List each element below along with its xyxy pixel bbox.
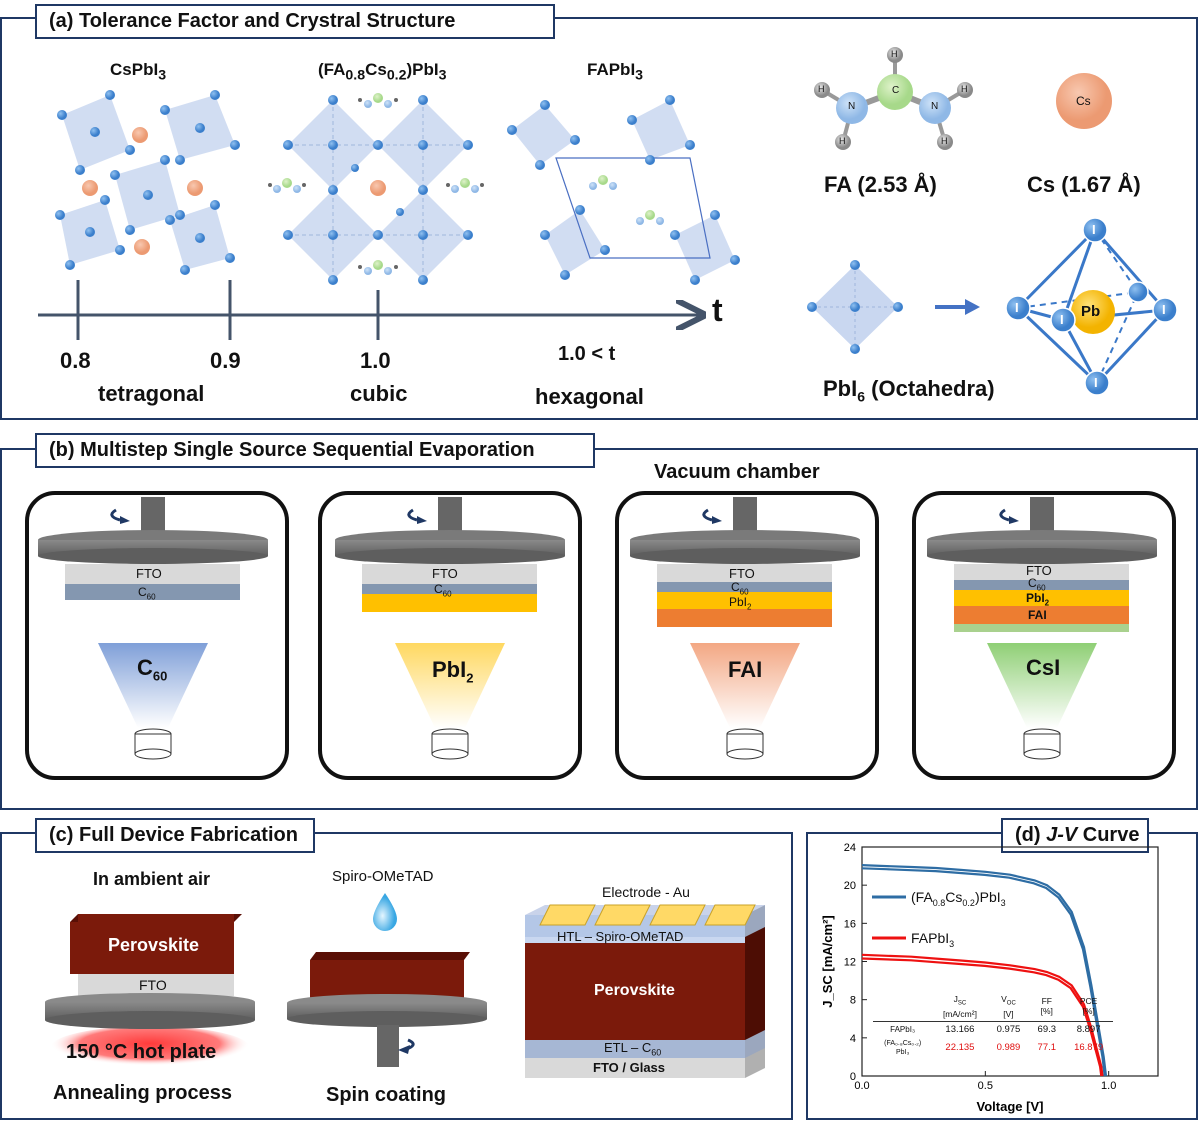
spiro-label: Spiro-OMeTAD [332,868,434,885]
octahedra-label: PbI6 (Octahedra) [823,376,995,405]
phase-tetragonal: tetragonal [98,381,205,406]
spin-coating-label: Spin coating [326,1084,446,1106]
perovskite-layer-label: Perovskite [108,935,200,955]
source-fai: FAI [728,657,763,682]
panel-c-title: (c) Full Device Fabrication [35,818,315,853]
layer-fto: FTO [729,566,755,581]
table-header-jsc: JSC[mA/cm²] [932,992,988,1022]
atom-i-label: I [1094,375,1098,390]
fto-glass-label: FTO / Glass [593,1060,666,1075]
row-label: FAPbI₃ [890,1024,916,1034]
panel-b [0,448,1198,810]
tick-gt-1: 1.0 < t [558,343,616,365]
table-cell: 22.135 [945,1042,975,1054]
jv-table: JSC[mA/cm²] VOC[V] FF[%] PCE[%] FAPbI₃ 1… [873,992,1113,1059]
table-row: FAPbI₃ 13.166 0.975 69.3 8.897 [873,1021,1113,1037]
layer-c60: C60 [731,580,749,597]
device-perovskite-label: Perovskite [594,982,675,999]
atom-c-label: C [892,85,900,96]
layer-fai: FAI [1028,608,1047,622]
electrode-label: Electrode - Au [602,884,690,900]
layer-c60: C60 [434,582,452,599]
table-cell: 16.879 [1074,1042,1104,1054]
layer-pbi2: PbI2 [1026,591,1050,608]
panel-d [806,832,1198,1120]
panel-b-title: (b) Multistep Single Source Sequential E… [35,433,595,468]
fto-layer-label: FTO [139,977,167,993]
table-corner [873,992,933,1022]
source-csi: CsI [1026,655,1061,680]
atom-i-label: I [1092,222,1096,237]
phase-hexagonal: hexagonal [535,384,644,409]
table-cell: 8.897 [1076,1023,1101,1035]
cs-size-label: Cs (1.67 Å) [1027,172,1141,197]
layer-fto: FTO [1026,563,1052,578]
row-label: (FA₀.₈Cs₀.₂)PbI₃ [884,1039,922,1056]
atom-i-label: I [1162,302,1166,317]
source-c60: C60 [137,655,168,684]
panel-d-title: (d) J-V Curve [1001,818,1149,853]
ambient-air-label: In ambient air [93,869,211,889]
atom-h-label: H [891,49,898,59]
fa-size-label: FA (2.53 Å) [824,172,937,197]
tick-1-0: 1.0 [360,348,391,373]
table-row: (FA₀.₈Cs₀.₂)PbI₃ 22.135 0.989 77.1 16.87… [873,1037,1113,1059]
atom-h-label: H [839,136,846,146]
table-header-voc: VOC[V] [987,992,1030,1022]
legend-fa-cs: (FA0.8Cs0.2)PbI3 [911,889,1006,908]
tick-0-8: 0.8 [60,348,91,373]
source-pbi2: PbI2 [432,657,474,686]
table-header-ff: FF[%] [1029,992,1065,1022]
atom-i-label: I [1060,312,1064,327]
atom-i-label: I [1015,300,1019,315]
etl-label: ETL – C60 [604,1040,662,1058]
axis-t-label: t [712,292,723,328]
cspbi3-label: CsPbI3 [110,60,167,84]
table-cell: 13.166 [945,1023,975,1035]
annealing-label: Annealing process [53,1082,232,1104]
atom-h-label: H [941,136,948,146]
atom-n-label: N [931,101,939,112]
table-cell: 0.975 [996,1023,1021,1035]
vacuum-chamber-label: Vacuum chamber [654,461,820,483]
layer-fto: FTO [432,566,458,581]
table-header-pce: PCE[%] [1064,992,1113,1022]
table-cell: 77.1 [1037,1042,1057,1054]
fapbi3-label: FAPbI3 [587,60,644,84]
atom-pb-label: Pb [1081,303,1101,320]
atom-h-label: H [818,84,825,94]
layer-c60: C60 [1028,576,1046,593]
atom-n-label: N [848,101,856,112]
panel-a-title: (a) Tolerance Factor and Crystral Struct… [35,4,555,39]
phase-cubic: cubic [350,381,408,406]
fa-cs-label: (FA0.8Cs0.2)PbI3 [318,60,447,84]
atom-h-label: H [961,84,968,94]
legend-fa: FAPbI3 [911,930,955,949]
hot-plate-label: 150 °C hot plate [66,1041,217,1063]
htl-label: HTL – Spiro-OMeTAD [557,929,684,944]
table-cell: 0.989 [996,1042,1021,1054]
table-cell: 69.3 [1037,1023,1057,1035]
layer-c60: C60 [138,585,156,602]
layer-fto: FTO [136,566,162,581]
layer-pbi2: PbI2 [729,595,752,612]
tick-0-9: 0.9 [210,348,241,373]
atom-cs-label: Cs [1076,94,1091,108]
